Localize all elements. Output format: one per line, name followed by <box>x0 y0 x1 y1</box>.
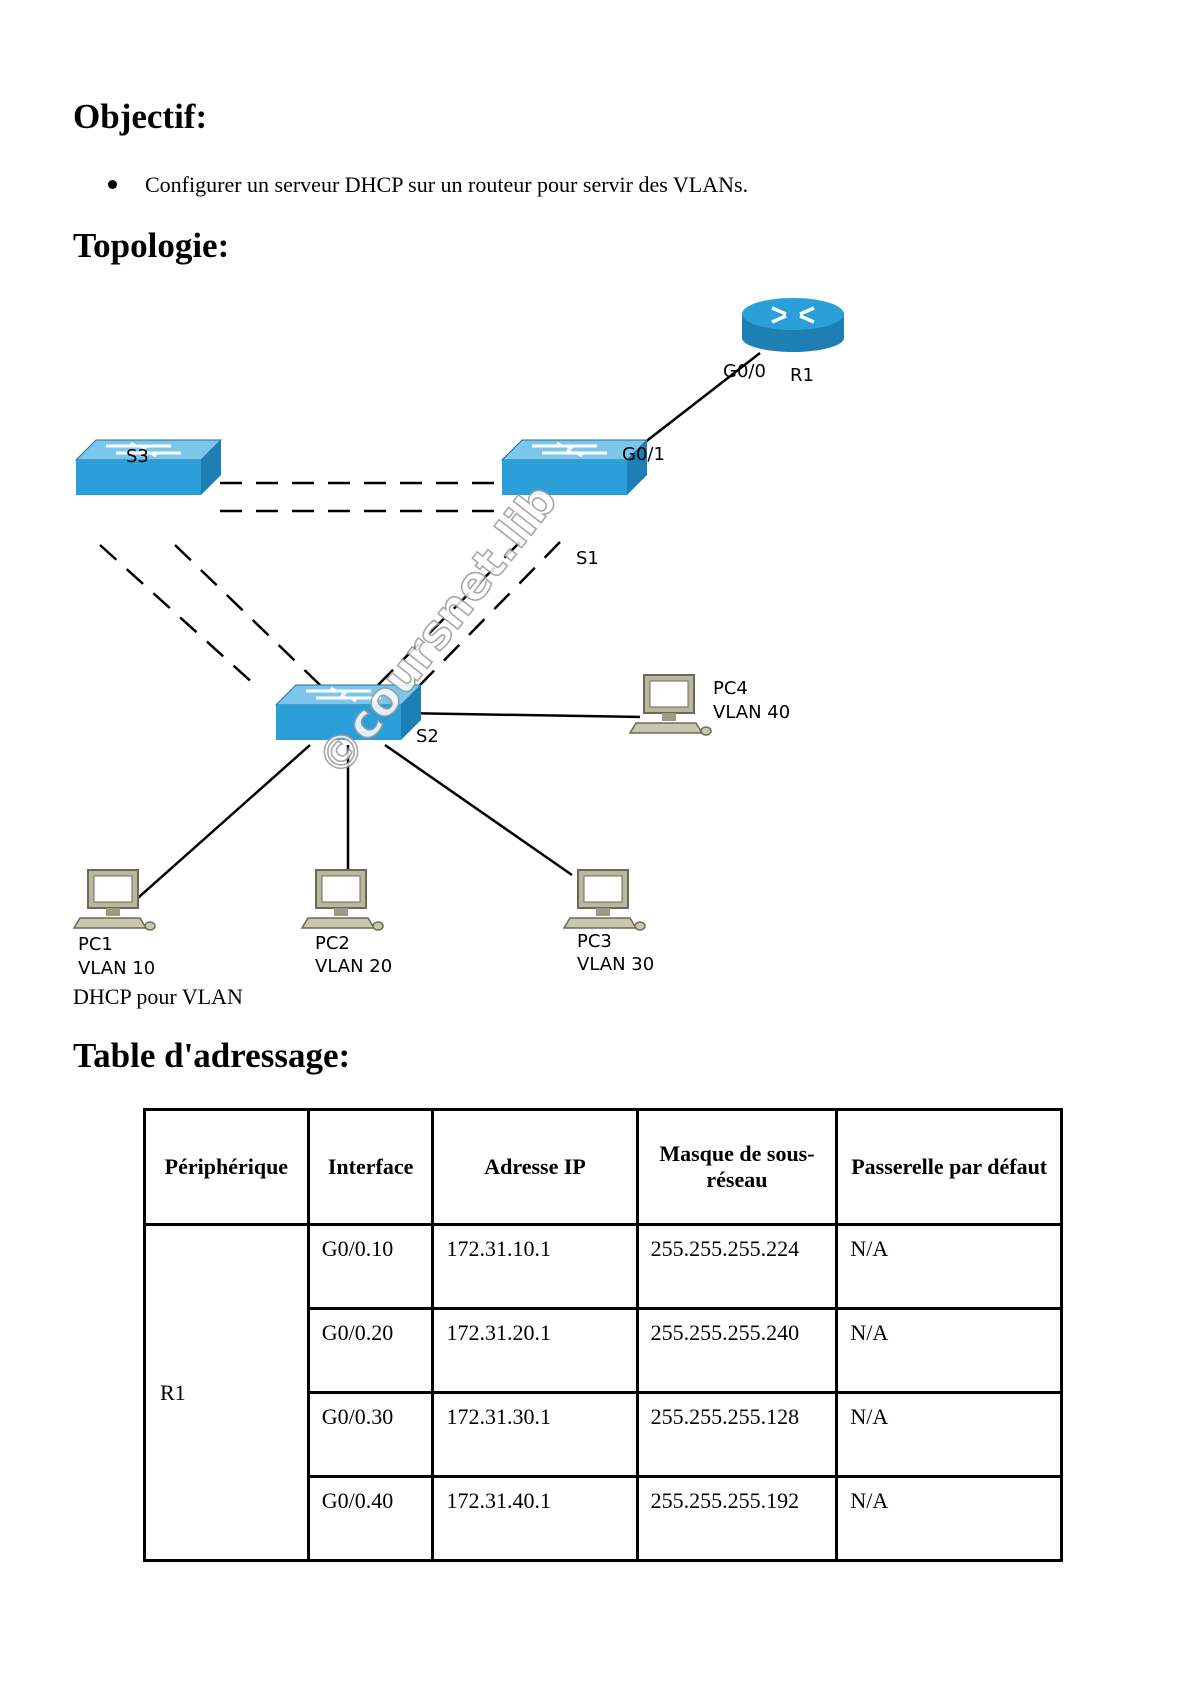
link-s2-pc4 <box>399 711 641 719</box>
router-r1-icon <box>742 298 844 352</box>
device-cell: R1 <box>143 1223 310 1562</box>
mask-cell: 255.255.255.240 <box>635 1307 839 1394</box>
table-header-row: Périphérique Interface Adresse IP Masque… <box>143 1108 1063 1226</box>
topology-heading: Topologie: <box>73 226 230 265</box>
header-ip: Adresse IP <box>431 1108 639 1226</box>
table-row: R1 G0/0.10 172.31.10.1 255.255.255.224 N… <box>143 1223 1063 1562</box>
ip-cell: 172.31.40.1 <box>431 1475 639 1562</box>
s1-label: S1 <box>576 548 599 569</box>
s1-port-label: G0/1 <box>622 444 665 465</box>
pc4-icon <box>629 674 712 736</box>
address-table-heading: Table d'adressage: <box>73 1036 351 1075</box>
topology-caption: DHCP pour VLAN <box>73 984 243 1009</box>
objective-bullet: Configurer un serveur DHCP sur un routeu… <box>108 172 748 198</box>
pc3-icon <box>563 869 646 931</box>
r1-label: R1 <box>790 365 814 386</box>
objective-text: Configurer un serveur DHCP sur un routeu… <box>145 172 749 197</box>
pc2-icon <box>301 869 384 931</box>
pc3-vlan-label: VLAN 30 <box>577 954 654 975</box>
header-device: Périphérique <box>143 1108 310 1226</box>
topology-diagram: G0/0 R1 G0/1 S3 S1 S2 PC4 VLAN 40 PC1 VL… <box>73 298 844 979</box>
interface-cell: G0/0.20 <box>306 1307 435 1394</box>
table-row: G0/0.40 172.31.40.1 255.255.255.192 N/A <box>145 1475 1063 1562</box>
ip-cell: 172.31.10.1 <box>431 1223 639 1310</box>
ip-cell: 172.31.30.1 <box>431 1391 639 1478</box>
link-s3-s2-a <box>99 544 256 686</box>
header-interface: Interface <box>306 1108 435 1226</box>
mask-cell: 255.255.255.128 <box>635 1391 839 1478</box>
table-row: G0/0.30 172.31.30.1 255.255.255.128 N/A <box>145 1391 1063 1478</box>
bullet-icon <box>108 180 117 190</box>
pc1-label: PC1 <box>78 934 113 955</box>
gateway-cell: N/A <box>835 1307 1063 1394</box>
table-row: G0/0.20 172.31.20.1 255.255.255.240 N/A <box>145 1307 1063 1394</box>
pc4-vlan-label: VLAN 40 <box>713 702 790 723</box>
objective-heading: Objectif: <box>73 97 208 136</box>
link-s3-s2-b <box>174 544 321 686</box>
interface-cell: G0/0.10 <box>306 1223 435 1310</box>
header-gateway: Passerelle par défaut <box>835 1108 1063 1226</box>
link-s2-pc3 <box>384 743 573 877</box>
pc2-vlan-label: VLAN 20 <box>315 956 392 977</box>
s2-label: S2 <box>416 726 439 747</box>
pc2-label: PC2 <box>315 933 350 954</box>
links <box>99 352 761 906</box>
pc3-label: PC3 <box>577 931 612 952</box>
link-r1-s1 <box>625 352 761 458</box>
address-table: Périphérique Interface Adresse IP Masque… <box>143 1108 1063 1562</box>
interface-cell: G0/0.40 <box>306 1475 435 1562</box>
gateway-cell: N/A <box>835 1223 1063 1310</box>
ip-cell: 172.31.20.1 <box>431 1307 639 1394</box>
header-mask: Masque de sous-réseau <box>635 1108 839 1226</box>
s3-label: S3 <box>126 446 149 467</box>
link-s2-pc1 <box>129 744 311 906</box>
interface-cell: G0/0.30 <box>306 1391 435 1478</box>
r1-port-label: G0/0 <box>723 361 766 382</box>
mask-cell: 255.255.255.224 <box>635 1223 839 1310</box>
gateway-cell: N/A <box>835 1391 1063 1478</box>
pc4-label: PC4 <box>713 678 748 699</box>
mask-cell: 255.255.255.192 <box>635 1475 839 1562</box>
gateway-cell: N/A <box>835 1475 1063 1562</box>
pc1-icon <box>73 869 156 931</box>
pc1-vlan-label: VLAN 10 <box>78 958 155 979</box>
